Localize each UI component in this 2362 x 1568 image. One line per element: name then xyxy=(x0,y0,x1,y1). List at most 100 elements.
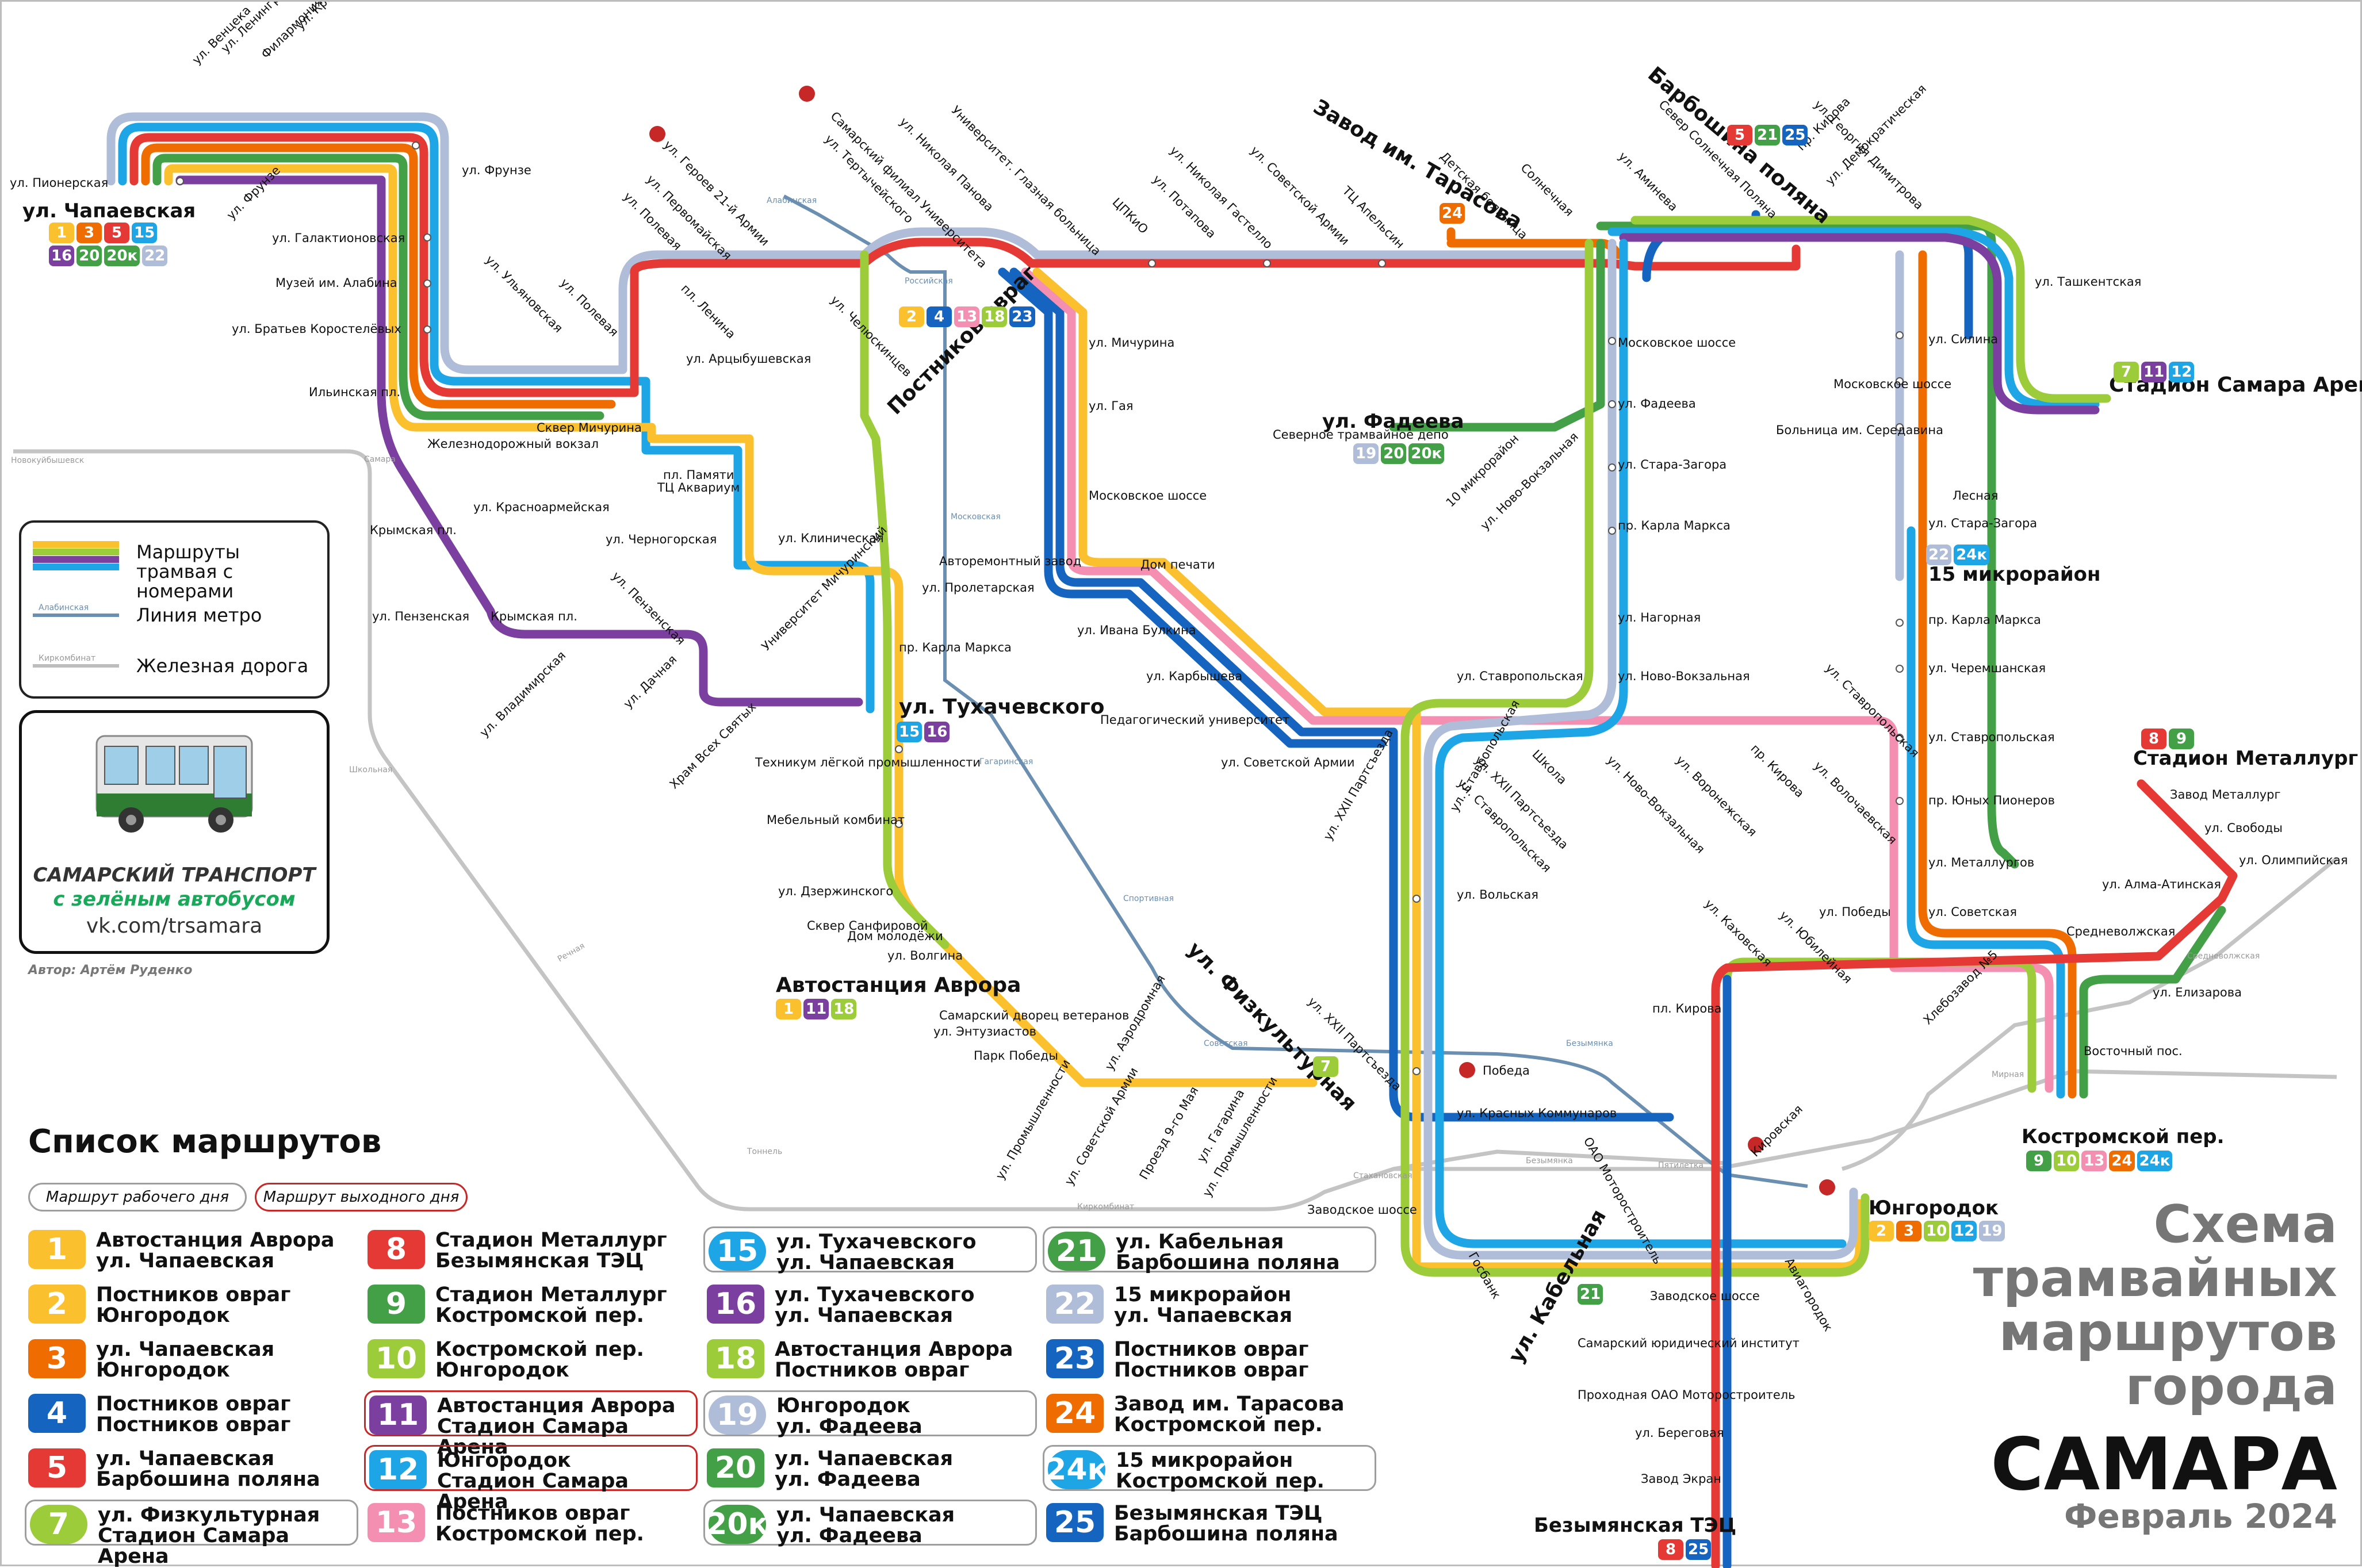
route-endpoint-a: Постников овраг xyxy=(96,1283,291,1306)
route-endpoint-a: ул. Чапаевская xyxy=(96,1338,275,1361)
stop-label: ул. Ново-Вокзальная xyxy=(1618,669,1750,683)
metro-markers xyxy=(649,86,1835,1195)
route-endpoint-a: Стадион Металлург xyxy=(435,1283,667,1306)
route-badge: 16 xyxy=(924,722,950,742)
stop-label: Московское шоссе xyxy=(1089,489,1207,503)
stop-label: Солнечная xyxy=(1518,161,1576,219)
stop-label: пр. Кирова xyxy=(1748,742,1806,800)
route-endpoint-b: Стадион Самара Арена xyxy=(437,1415,629,1459)
stop-label: пл. Кирова xyxy=(1652,1002,1721,1015)
stop-label: ТЦ Апельсин xyxy=(1339,183,1407,251)
rail-line-west xyxy=(13,449,2337,1212)
route-5b-path xyxy=(1630,244,1801,271)
route-16-path xyxy=(175,175,863,707)
credit-link[interactable]: vk.com/trsamara xyxy=(86,914,263,938)
route-number-badge: 19 xyxy=(709,1396,766,1435)
stop-label: Заводское шоссе xyxy=(1650,1289,1760,1303)
legend-tram-text: Маршруты трамвая с номерами xyxy=(136,541,240,602)
route-badge: 21 xyxy=(1755,125,1781,145)
stop-label: Школа xyxy=(1529,747,1569,787)
rail-label: Безымянка xyxy=(1526,1156,1573,1166)
route-badge: 25 xyxy=(1686,1539,1712,1560)
route-badge: 24к xyxy=(2137,1151,2173,1171)
stop-label: ул. Фрунзе xyxy=(462,163,531,177)
metro-line xyxy=(783,194,1808,1188)
route-19-path xyxy=(1423,239,1858,1260)
stop-label: пр. Карла Маркса xyxy=(899,641,1012,654)
route-badge: 20 xyxy=(1381,443,1407,464)
route-endpoint-b: Постников овраг xyxy=(775,1359,970,1382)
route-number-badge: 5 xyxy=(28,1448,86,1488)
route-endpoint-b: ул. Фадеева xyxy=(776,1524,922,1547)
stop-label: ул. Советской Армии xyxy=(1221,756,1354,769)
credit-subtitle: с зелёным автобусом xyxy=(53,888,296,911)
stop-label: ул. Елизарова xyxy=(2153,986,2242,999)
stop-label: ул. Стара-Загора xyxy=(1928,516,2037,530)
route-badge: 18 xyxy=(831,999,857,1019)
stop-label: ул. Героев 21-й Армии xyxy=(661,138,772,249)
weekday-tag: Маршрут рабочего дня xyxy=(28,1183,247,1212)
route-endpoint-a: Стадион Металлург xyxy=(435,1229,667,1252)
route-number-badge: 13 xyxy=(367,1503,425,1542)
route-1-path xyxy=(164,164,1318,1087)
rail-label: Мирная xyxy=(1992,1070,2024,1079)
stop-label: Восточный пос. xyxy=(2084,1044,2183,1058)
metro-station-icon xyxy=(1748,1137,1764,1153)
stop-label: Проходная ОАО Моторостроитель xyxy=(1578,1388,1796,1402)
stop-dots xyxy=(176,141,1904,1075)
route-endpoint-b: Костромской пер. xyxy=(435,1523,644,1546)
route-badge: 12 xyxy=(1951,1221,1977,1241)
route-endpoint-a: Автостанция Аврора xyxy=(437,1394,676,1417)
stop-dot xyxy=(1896,619,1904,627)
route-15-path xyxy=(118,122,875,714)
route-number-badge: 10 xyxy=(367,1339,425,1378)
stop-dot xyxy=(1378,259,1386,267)
stop-label: ул. Советская xyxy=(1928,905,2017,919)
route-badge: 25 xyxy=(1782,125,1808,145)
route-badge: 22 xyxy=(1926,545,1952,565)
route-number-badge: 20 xyxy=(707,1448,764,1488)
route-number-badge: 22 xyxy=(1046,1285,1104,1324)
stop-label: Парк Победы xyxy=(974,1049,1058,1063)
route-list-title: Список маршрутов xyxy=(28,1123,382,1160)
credit-box[interactable]: САМАРСКИЙ ТРАНСПОРТ с зелёным автобусом … xyxy=(19,710,330,954)
route-badge: 7 xyxy=(1313,1056,1338,1077)
stop-label: пл. Ленина xyxy=(678,282,738,342)
stop-label: Самарский дворец ветеранов xyxy=(939,1009,1129,1022)
metro-station-icon xyxy=(799,86,815,102)
route-12-path xyxy=(1607,227,2100,409)
